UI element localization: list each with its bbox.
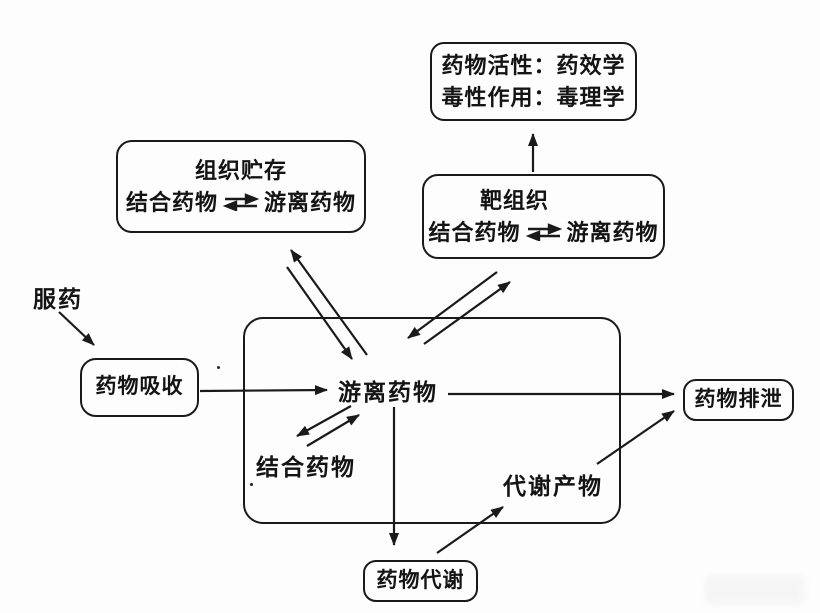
- bound-drug-text: 结合药物: [125, 189, 218, 215]
- absorption-box: 药物吸收: [80, 358, 199, 417]
- bound-to-free-arrow: [306, 414, 360, 447]
- intake-to-absorption-arrow: [58, 311, 95, 346]
- free-drug-label: 游离药物: [338, 379, 438, 405]
- free-drug-text: 游离药物: [566, 219, 659, 245]
- free-to-bound-arrow: [296, 405, 352, 437]
- metabolite-label: 代谢产物: [503, 473, 603, 499]
- scan-speck: [217, 366, 220, 369]
- absorption-label: 药物吸收: [95, 375, 184, 399]
- equilibrium-icon: [525, 223, 562, 242]
- toxicology-line: 毒性作用：毒理学: [441, 84, 626, 110]
- free-to-storage-arrow: [290, 249, 368, 356]
- target-tissue-box: 靶组织 结合药物 游离药物: [422, 174, 665, 259]
- tissue-storage-equilibrium: 结合药物 游离药物: [126, 187, 356, 219]
- absorption-to-free-arrow: [199, 385, 328, 396]
- target-tissue-equilibrium: 结合药物 游离药物: [428, 217, 658, 249]
- metabolism-box: 药物代谢: [363, 560, 478, 602]
- metabolism-to-metabolite-arrow: [436, 506, 504, 554]
- target-tissue-title: 靶组织: [479, 187, 549, 213]
- storage-to-free-arrow: [286, 266, 353, 360]
- free-drug-text: 游离药物: [264, 189, 357, 215]
- metabolite-to-excretion-arrow: [596, 410, 675, 465]
- tissue-storage-title: 组织贮存: [194, 157, 287, 183]
- excretion-label: 药物排泄: [694, 387, 783, 411]
- metabolism-label: 药物代谢: [376, 568, 465, 592]
- target-to-free-arrow: [407, 271, 498, 339]
- bound-drug-label: 结合药物: [256, 454, 356, 480]
- body-compartment-box: [243, 317, 621, 524]
- excretion-box: 药物排泄: [683, 379, 794, 421]
- pharmacodynamics-toxicology-box: 药物活性：药效学 毒性作用：毒理学: [430, 42, 637, 121]
- pharmacodynamics-line: 药物活性：药效学: [441, 52, 626, 78]
- equilibrium-icon: [223, 193, 259, 212]
- intake-label: 服药: [33, 286, 83, 312]
- scan-speck: [250, 483, 253, 486]
- free-to-target-arrow: [423, 281, 511, 345]
- tissue-storage-box: 组织贮存 结合药物 游离药物: [116, 140, 366, 233]
- watermark-smudge: [705, 575, 805, 605]
- bound-drug-text: 结合药物: [428, 219, 521, 245]
